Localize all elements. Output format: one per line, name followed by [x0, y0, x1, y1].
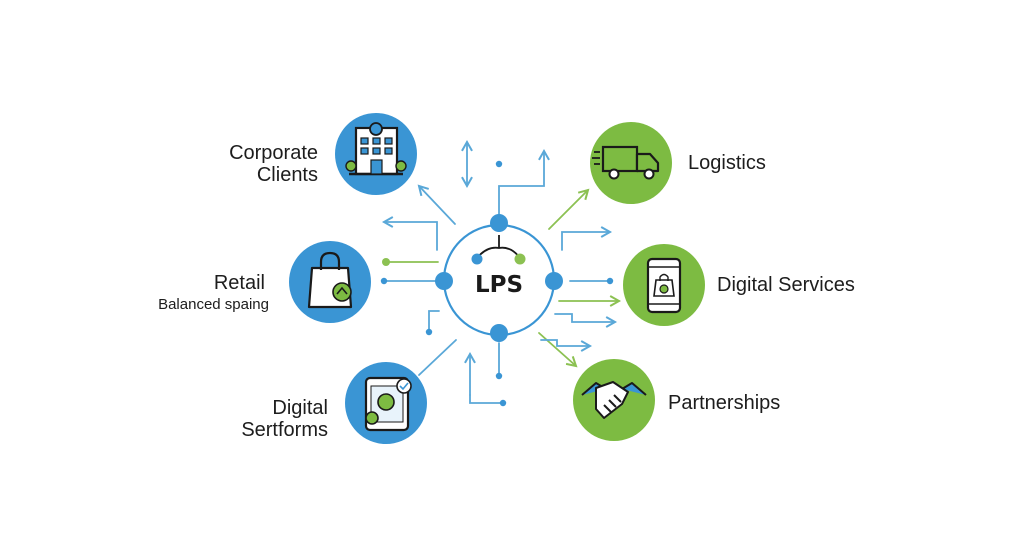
- hub-label: LPS: [475, 272, 523, 298]
- handshake-icon: [581, 381, 647, 419]
- network-icon: [471, 235, 526, 265]
- hub-port: [435, 272, 453, 290]
- connector-ll-diag: [418, 339, 457, 376]
- label-line: Corporate: [229, 142, 318, 164]
- hub-port: [545, 272, 563, 290]
- label-logistics: Logistics: [688, 152, 766, 174]
- label-retail-title: Retail: [213, 272, 265, 294]
- connector-dot: [380, 277, 388, 285]
- node-digital-services: [623, 244, 705, 326]
- connector-ul-elbow: [381, 216, 438, 251]
- shopping-bag-icon: [307, 251, 353, 309]
- connector-lr-elbow: [554, 313, 618, 328]
- connector-ll-elbow: [428, 310, 440, 331]
- connector-dot: [495, 372, 503, 380]
- hub-port: [490, 214, 508, 232]
- node-digital-platforms: [345, 362, 427, 444]
- label-digital-services: Digital Services: [717, 274, 855, 296]
- hub-port: [490, 324, 508, 342]
- node-retail: [289, 241, 371, 323]
- connector-lr-diag: [538, 332, 578, 368]
- connector-dot: [425, 328, 433, 336]
- connector-ur-elbow: [561, 226, 613, 251]
- connector-dot: [606, 277, 614, 285]
- node-partnerships: [573, 359, 655, 441]
- connector-ul-diag: [417, 184, 456, 225]
- label-line: Sertforms: [241, 419, 328, 441]
- connector-bottom-elbow: [469, 394, 503, 404]
- label-line: Digital: [272, 397, 328, 419]
- connector-ur-diag: [548, 188, 590, 230]
- node-corporate-clients: [335, 113, 417, 195]
- delivery-truck-icon: [592, 145, 660, 180]
- label-corporate-clients: Corporate Clients: [229, 142, 318, 186]
- connector-dot: [499, 399, 507, 407]
- office-building-icon: [345, 122, 407, 176]
- label-line: Clients: [256, 164, 318, 186]
- connector-lines: [380, 139, 622, 407]
- label-digital-platforms: Digital Sertforms: [241, 397, 328, 441]
- connector-dot: [382, 258, 390, 266]
- node-logistics: [590, 122, 672, 204]
- tablet-app-icon: [364, 376, 412, 432]
- connector-lr-elbow-2: [540, 339, 593, 352]
- central-hub: [435, 214, 563, 342]
- smartphone-icon: [646, 257, 682, 314]
- label-partnerships: Partnerships: [668, 392, 781, 414]
- connector-top-right: [498, 148, 550, 219]
- connector-dot: [495, 160, 503, 168]
- label-retail-subtitle: Balanced spaing: [158, 296, 269, 313]
